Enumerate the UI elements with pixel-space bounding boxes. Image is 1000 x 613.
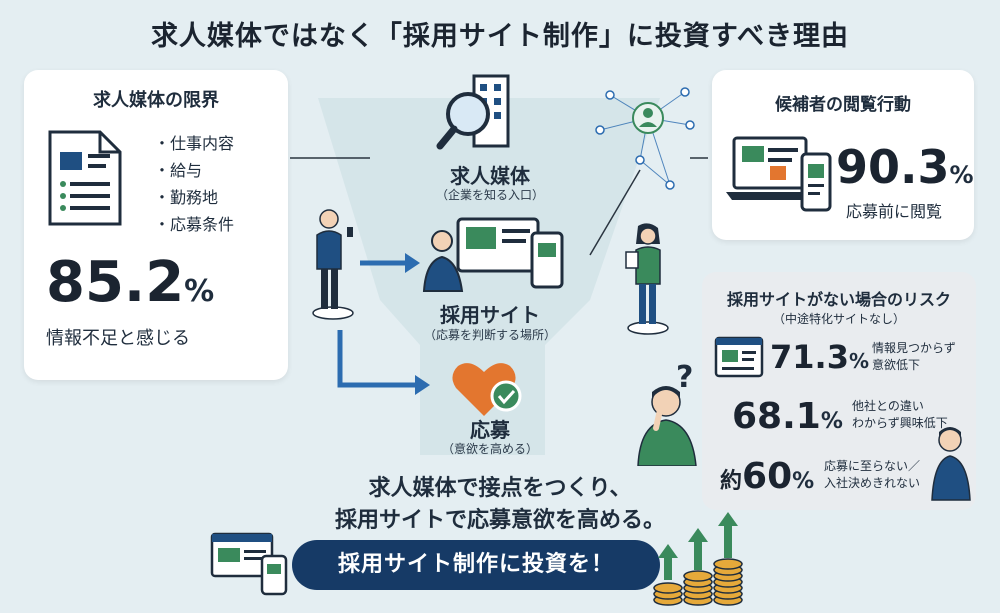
risk-stat-2: 68.1% xyxy=(732,396,843,437)
website-window-icon xyxy=(714,336,764,378)
question-mark: ? xyxy=(676,360,694,395)
site-browsing-icon xyxy=(422,217,564,292)
funnel-step3-label: 応募 xyxy=(470,418,510,442)
risk-number-1: 71.3 xyxy=(770,338,849,376)
message-line2: 採用サイトで応募意欲を高める。 xyxy=(334,508,665,533)
risk-prefix-3: 約 xyxy=(720,469,743,494)
risk-card-sub: （中途特化サイトなし） xyxy=(772,312,905,326)
bullet-item: ・応募条件 xyxy=(154,215,235,234)
left-info-card: 求人媒体の限界 ・仕事内容 ・給与 ・勤務地 ・応募条件 85.2% 情報不足と… xyxy=(24,70,288,380)
page-title: 求人媒体ではなく「採用サイト制作」に投資すべき理由 xyxy=(150,21,850,52)
website-devices-icon xyxy=(210,532,288,596)
funnel-step2-sub: （応募を判断する場所） xyxy=(423,328,556,342)
person-with-phone-icon xyxy=(312,209,354,320)
bullet-item: ・勤務地 xyxy=(154,188,219,207)
right-stat-unit: % xyxy=(949,161,974,189)
right-stat: 90.3% xyxy=(836,140,974,194)
risk-caption-2-line1: 他社との違い xyxy=(852,399,924,413)
funnel-step1-label: 求人媒体 xyxy=(450,164,530,188)
cta-banner[interactable]: 採用サイト制作に投資を！ xyxy=(292,540,660,590)
bullet-item: ・給与 xyxy=(154,161,203,180)
risk-stat-3: 約60% xyxy=(720,456,814,497)
left-stat-caption: 情報不足と感じる xyxy=(46,328,190,349)
risk-caption-1-line2: 意欲低下 xyxy=(872,358,921,372)
risk-unit-1: % xyxy=(848,349,869,373)
right-stat-caption: 応募前に閲覧 xyxy=(846,202,943,221)
risk-caption-2-line2: わからず興味低下 xyxy=(852,416,948,430)
building-search-icon xyxy=(436,74,510,150)
worried-person-icon xyxy=(637,386,697,466)
worried-person-small-icon xyxy=(931,427,971,501)
document-icon xyxy=(48,130,122,226)
risk-caption-2: 他社との違い わからず興味低下 xyxy=(852,398,948,432)
risk-caption-1: 情報見つからず 意欲低下 xyxy=(872,340,956,374)
right-card-heading: 候補者の閲覧行動 xyxy=(775,95,911,115)
left-stat: 85.2% xyxy=(46,250,214,315)
left-stat-unit: % xyxy=(184,274,215,309)
left-stat-number: 85.2 xyxy=(46,250,185,315)
risk-unit-3: % xyxy=(792,469,815,494)
funnel-step1-sub: （企業を知る入口） xyxy=(435,188,544,202)
limit-bullet-list: ・仕事内容 ・給与 ・勤務地 ・応募条件 xyxy=(154,130,234,238)
right-info-card: 候補者の閲覧行動 90.3% 応募前に閲覧 xyxy=(712,70,974,240)
laptop-phone-icon xyxy=(726,136,832,212)
risk-caption-3: 応募に至らない／ 入社決めきれない xyxy=(824,458,920,492)
risk-stat-1: 71.3% xyxy=(770,338,869,376)
risk-unit-2: % xyxy=(820,409,843,434)
coins-growth-icon xyxy=(653,512,743,606)
bullet-item: ・仕事内容 xyxy=(154,134,235,153)
message-line1: 求人媒体で接点をつくり、 xyxy=(368,476,632,501)
left-card-heading: 求人媒体の限界 xyxy=(93,90,219,111)
funnel-step2-label: 採用サイト xyxy=(440,303,540,327)
person-with-tablet-icon xyxy=(625,223,669,335)
risk-number-2: 68.1 xyxy=(732,396,821,437)
risk-number-3: 60 xyxy=(742,456,793,497)
risk-caption-3-line2: 入社決めきれない xyxy=(824,476,921,490)
risk-card: 採用サイトがない場合のリスク （中途特化サイトなし） 71.3% 情報見つからず… xyxy=(702,272,976,510)
funnel-step3-sub: （意欲を高める） xyxy=(441,442,538,456)
heart-check-icon xyxy=(452,363,522,416)
risk-caption-3-line1: 応募に至らない／ xyxy=(824,459,921,473)
risk-card-heading: 採用サイトがない場合のリスク xyxy=(726,290,951,309)
risk-caption-1-line1: 情報見つからず xyxy=(872,341,956,355)
right-stat-number: 90.3 xyxy=(836,140,950,194)
